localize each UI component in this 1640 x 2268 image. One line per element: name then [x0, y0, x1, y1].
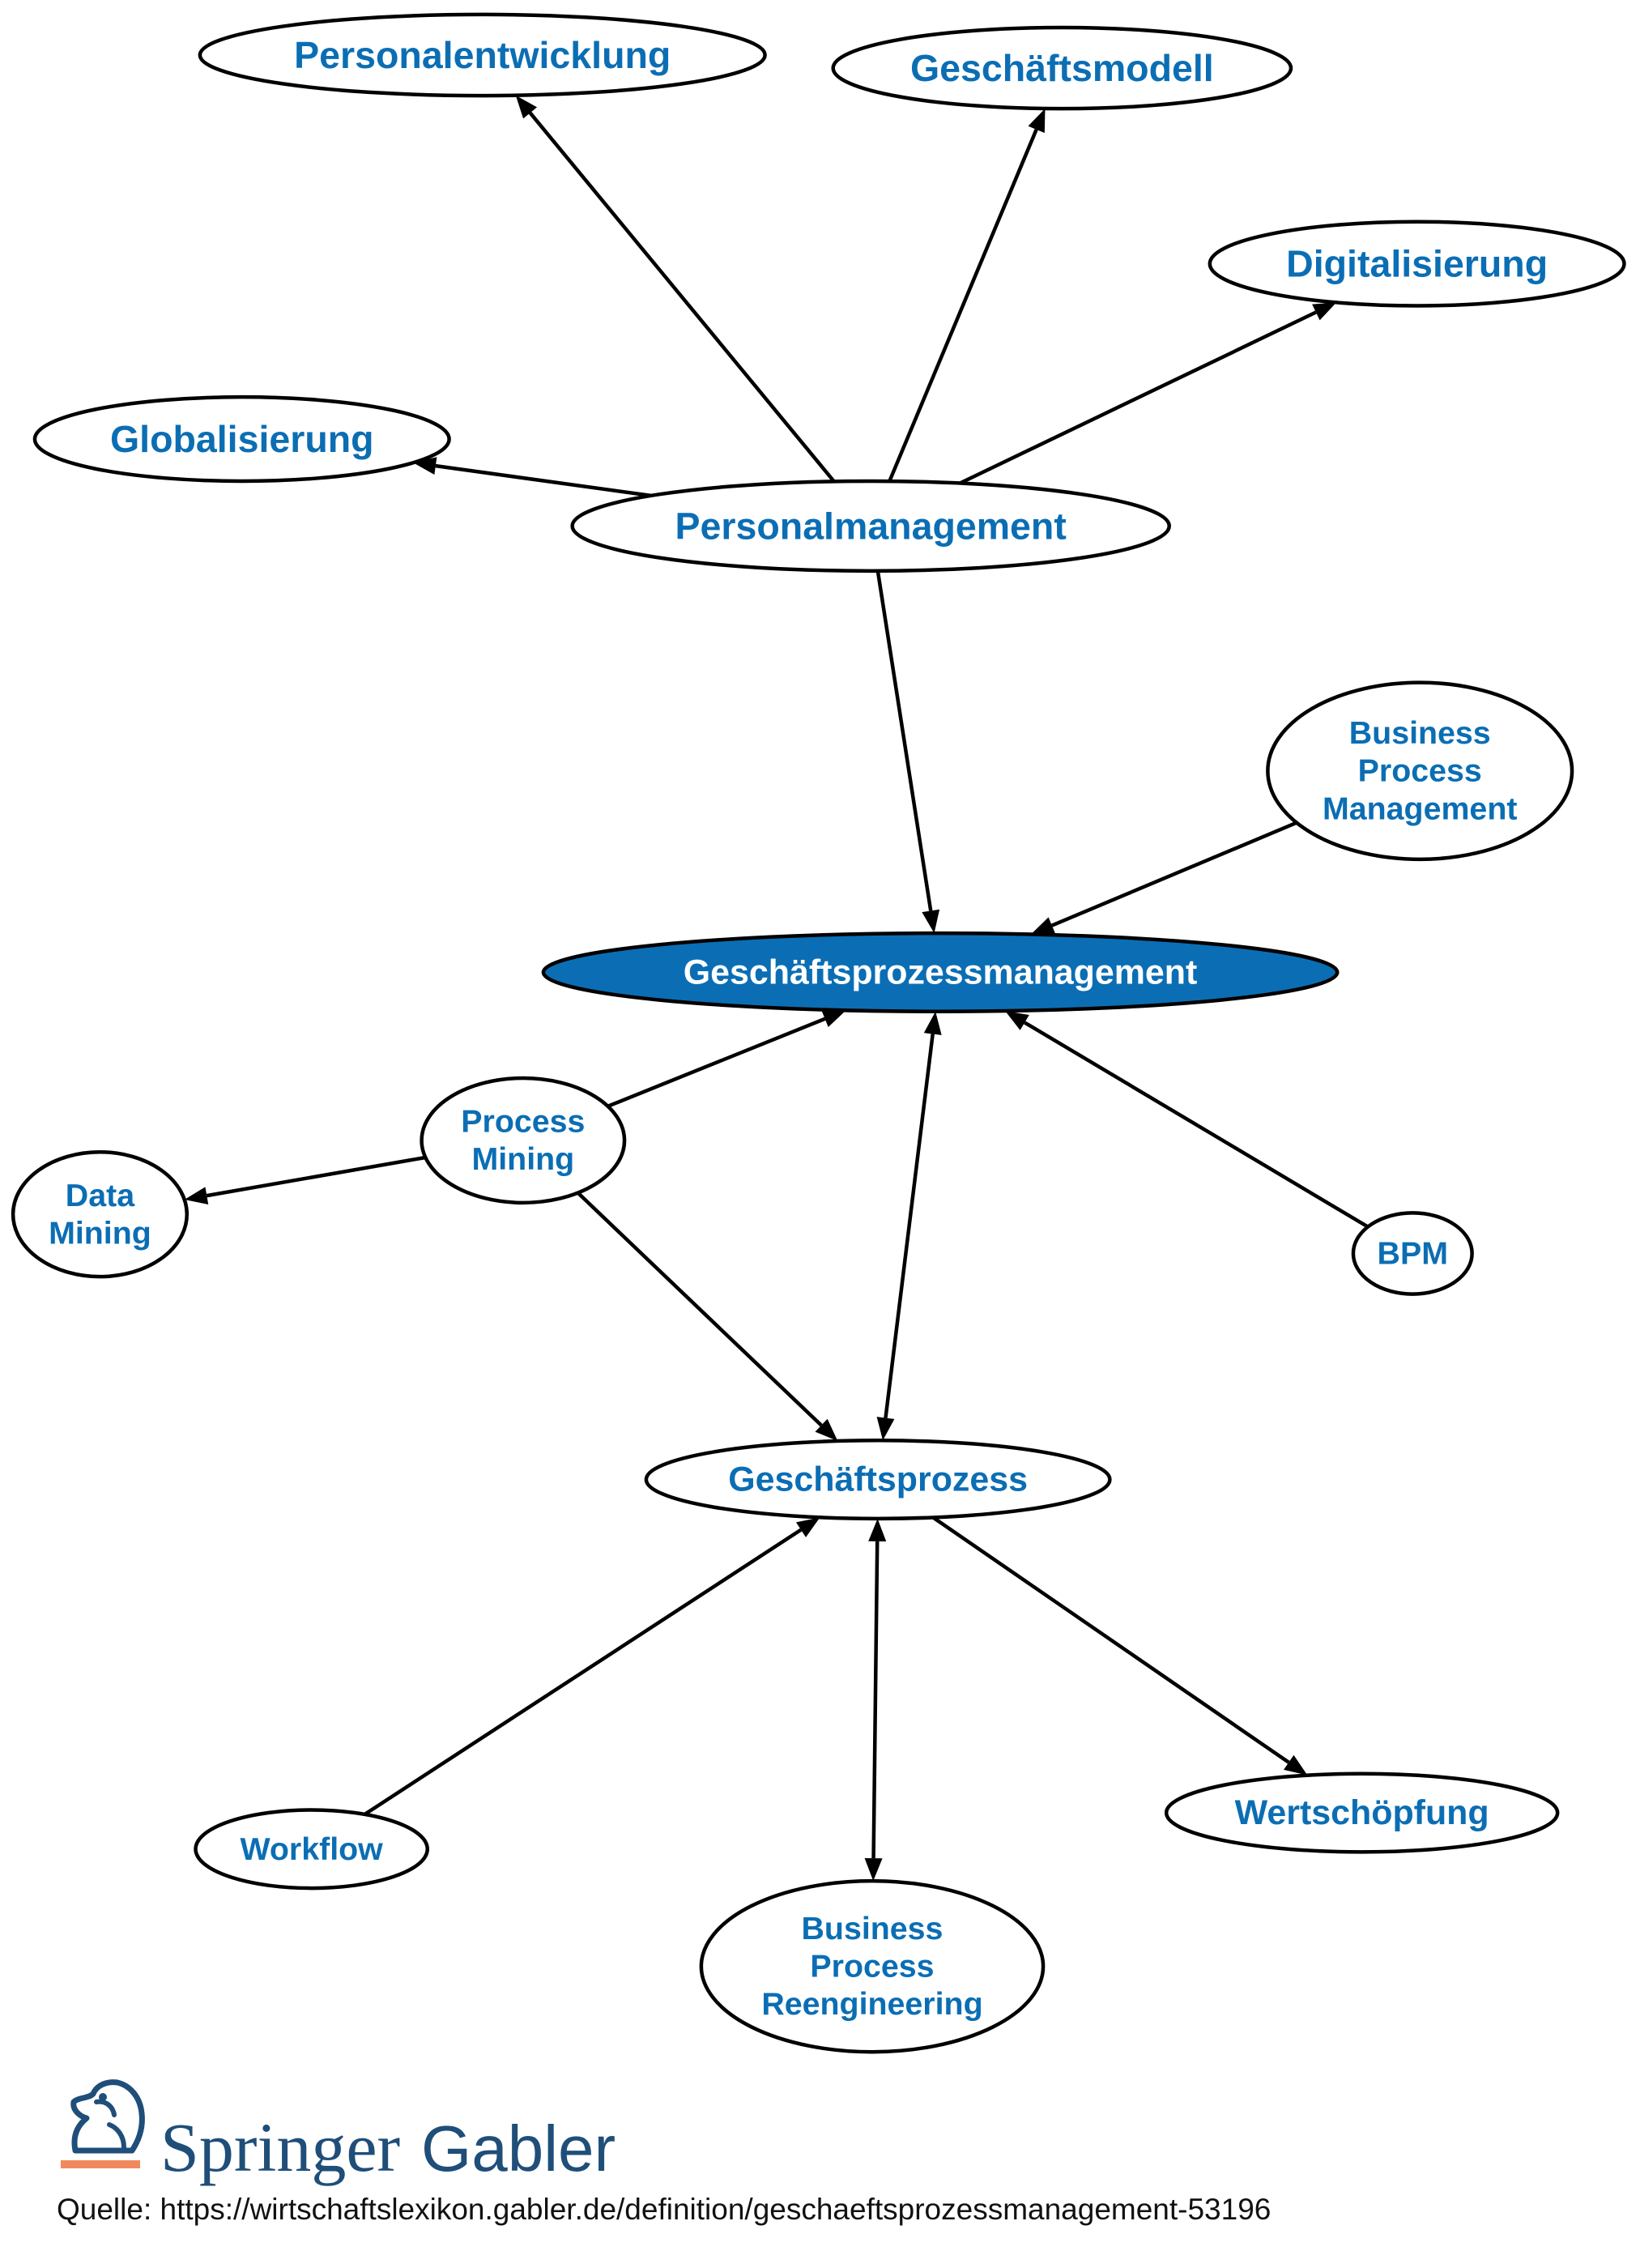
- edge-personalmanagement-to-central: [875, 570, 933, 911]
- edge-geschaeftsprozess-to-bpr: [871, 1541, 880, 1859]
- node-bpm[interactable]: BPM: [1351, 1211, 1474, 1296]
- edge-processmining-to-geschaeftsprozess-arrowhead: [815, 1418, 838, 1442]
- edge-workflow-to-geschaeftsprozess: [364, 1528, 803, 1816]
- node-bpm-ellipse: [1351, 1211, 1474, 1296]
- chess-knight-icon: [61, 2079, 145, 2168]
- node-workflow-ellipse: [194, 1808, 430, 1891]
- node-processmining-ellipse: [420, 1076, 627, 1205]
- node-central-ellipse: [541, 931, 1340, 1013]
- node-globalisierung[interactable]: Globalisierung: [32, 394, 451, 484]
- edge-personalmanagement-to-personalentwicklung-arrowhead: [515, 95, 538, 119]
- edge-processmining-to-central-arrowhead: [821, 1010, 846, 1028]
- node-personalmanagement[interactable]: Personalmanagement: [570, 479, 1171, 573]
- node-geschaeftsmodell-label: Geschäftsmodell: [910, 47, 1214, 89]
- node-workflow-label: Workflow: [240, 1831, 383, 1867]
- edges-layer: [184, 95, 1370, 1882]
- node-bpm-label: BPM: [1378, 1235, 1448, 1271]
- node-personalmanagement-ellipse: [570, 479, 1171, 573]
- edge-workflow-to-geschaeftsprozess-arrowhead: [795, 1517, 820, 1537]
- edge-geschaeftsprozess-to-bpr-arrowtail: [868, 1518, 887, 1542]
- node-personalentwicklung-ellipse: [198, 12, 767, 98]
- logo-springer-text: Springer: [160, 2108, 400, 2186]
- edge-bpm-to-central: [1024, 1021, 1370, 1229]
- node-geschaeftsprozess[interactable]: Geschäftsprozess: [644, 1439, 1112, 1521]
- logo-gabler-text: Gabler: [421, 2112, 616, 2185]
- node-workflow[interactable]: Workflow: [194, 1808, 430, 1891]
- node-geschaeftsprozess-ellipse: [644, 1439, 1112, 1521]
- edge-processmining-to-datamining: [206, 1155, 426, 1198]
- node-digitalisierung-ellipse: [1208, 220, 1626, 308]
- node-bpmanagement-label: Business: [1349, 715, 1491, 751]
- edge-central-to-geschaeftsprozess: [884, 1034, 935, 1418]
- edge-personalmanagement-to-geschaeftsmodell: [888, 129, 1038, 482]
- edge-geschaeftsprozess-to-wertschoepfung-arrowhead: [1283, 1754, 1308, 1776]
- node-wertschoepfung-ellipse: [1164, 1771, 1560, 1854]
- node-personalmanagement-label: Personalmanagement: [675, 505, 1067, 547]
- node-personalentwicklung-label: Personalentwicklung: [294, 34, 671, 76]
- node-geschaeftsmodell[interactable]: Geschäftsmodell: [831, 25, 1293, 111]
- edge-processmining-to-central: [607, 1017, 826, 1108]
- node-bpmanagement-ellipse: [1266, 680, 1574, 862]
- springer-gabler-logo[interactable]: Springer Gabler: [61, 2079, 616, 2186]
- node-bpr-label: Business: [802, 1911, 944, 1946]
- node-globalisierung-label: Globalisierung: [110, 418, 374, 460]
- edge-personalmanagement-to-central-arrowhead: [922, 909, 940, 934]
- node-wertschoepfung-label: Wertschöpfung: [1235, 1793, 1489, 1832]
- edge-geschaeftsprozess-to-bpr-arrowhead: [864, 1857, 883, 1882]
- node-processmining-label: Mining: [471, 1141, 574, 1177]
- edge-central-to-geschaeftsprozess-arrowtail: [923, 1011, 942, 1035]
- edge-bpmanagement-to-central-arrowhead: [1031, 917, 1056, 935]
- node-geschaeftsmodell-ellipse: [831, 25, 1293, 111]
- nodes-layer: Personalentwicklung GeschäftsmodellDigita…: [11, 12, 1626, 2054]
- node-bpr-label: Reengineering: [761, 1986, 982, 2022]
- node-bpr-ellipse: [699, 1878, 1046, 2054]
- node-datamining-ellipse: [11, 1150, 190, 1279]
- node-bpmanagement-label: Process: [1358, 753, 1482, 789]
- node-digitalisierung[interactable]: Digitalisierung: [1208, 220, 1626, 308]
- node-datamining-label: Mining: [49, 1215, 151, 1251]
- node-wertschoepfung[interactable]: Wertschöpfung: [1164, 1771, 1560, 1854]
- edge-personalmanagement-to-personalentwicklung: [528, 111, 836, 483]
- node-bpr-label: Process: [810, 1949, 934, 1985]
- edge-personalmanagement-to-globalisierung: [435, 463, 652, 498]
- edge-personalmanagement-to-digitalisierung: [959, 310, 1317, 485]
- edge-personalmanagement-to-digitalisierung-arrowhead: [1312, 302, 1337, 321]
- edge-geschaeftsprozess-to-wertschoepfung: [931, 1516, 1290, 1764]
- edge-processmining-to-datamining-arrowhead: [184, 1187, 209, 1204]
- node-central-label: Geschäftsprozessmanagement: [684, 953, 1198, 991]
- node-bpmanagement-label: Management: [1323, 791, 1517, 826]
- node-processmining-label: Process: [461, 1104, 585, 1140]
- node-globalisierung-ellipse: [32, 394, 451, 484]
- node-personalentwicklung[interactable]: Personalentwicklung: [198, 12, 767, 98]
- edge-bpm-to-central-arrowhead: [1005, 1011, 1029, 1030]
- edge-personalmanagement-to-geschaeftsmodell-arrowhead: [1028, 109, 1046, 134]
- edge-central-to-geschaeftsprozess-arrowhead: [876, 1417, 895, 1441]
- node-central[interactable]: Geschäftsprozessmanagement: [541, 931, 1340, 1013]
- source-caption: Quelle: https://wirtschaftslexikon.gable…: [57, 2193, 1271, 2226]
- edge-bpmanagement-to-central: [1050, 821, 1297, 927]
- node-digitalisierung-label: Digitalisierung: [1286, 243, 1548, 285]
- edge-processmining-to-geschaeftsprozess: [577, 1192, 823, 1427]
- node-geschaeftsprozess-label: Geschäftsprozess: [728, 1460, 1028, 1499]
- node-datamining-label: Data: [66, 1178, 135, 1213]
- logo-orange-bar: [61, 2160, 140, 2168]
